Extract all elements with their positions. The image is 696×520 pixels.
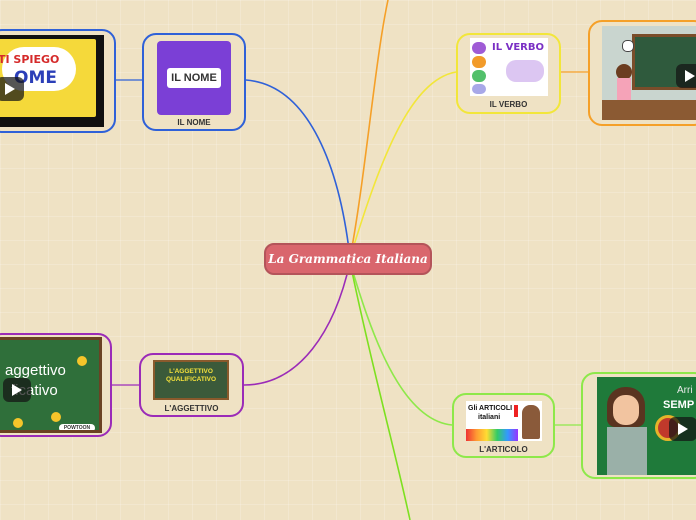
play-button[interactable] <box>669 417 696 441</box>
video-nome-text2: OME <box>14 68 57 88</box>
articolo-thumb-line2: italiani <box>478 414 501 421</box>
play-icon <box>685 70 695 82</box>
play-button[interactable] <box>0 77 24 101</box>
branch-line-verbo <box>349 71 457 259</box>
video-nome-text1: TI SPIEGO <box>0 53 60 66</box>
video-articolo-frame: Arri SEMP <box>597 377 696 475</box>
powtoon-badge: POWTOON <box>59 424 95 430</box>
play-button[interactable] <box>3 378 31 402</box>
play-icon <box>5 83 15 95</box>
play-icon <box>12 384 22 396</box>
node-il-verbo[interactable]: IL VERBO IL VERBO <box>456 33 561 114</box>
root-topic[interactable]: La Grammatica Italiana <box>264 243 432 275</box>
aggettivo-thumb-line2: QUALIFICATIVO <box>165 376 217 383</box>
aggettivo-thumbnail: L'AGGETTIVO QUALIFICATIVO <box>153 360 229 400</box>
video-nome-frame: TI SPIEGO OME <box>0 35 104 127</box>
node-il-nome[interactable]: IL NOME IL NOME <box>142 33 246 131</box>
play-button[interactable] <box>676 64 696 88</box>
node-caption: L'AGGETTIVO <box>164 404 219 413</box>
node-caption: IL VERBO <box>489 100 528 109</box>
emoji-face <box>51 412 61 422</box>
node-caption: L'ARTICOLO <box>479 445 528 454</box>
video-verbo-frame <box>602 26 696 120</box>
video-articolo-text1: Arri <box>677 385 693 396</box>
video-aggettivo-text1: aggettivo <box>5 362 66 379</box>
branch-line-nome <box>245 79 351 259</box>
nome-label-plate: IL NOME <box>167 68 221 88</box>
branch-line-lime <box>349 261 411 520</box>
aggettivo-thumb-line1: L'AGGETTIVO <box>169 368 213 375</box>
articolo-thumb-line1: Gli ARTICOLI <box>468 405 513 412</box>
video-articolo[interactable]: Arri SEMP <box>581 372 696 479</box>
node-aggettivo[interactable]: L'AGGETTIVO QUALIFICATIVO L'AGGETTIVO <box>139 353 244 417</box>
verbo-thumbnail: IL VERBO <box>470 38 548 96</box>
nome-thumbnail: IL NOME <box>157 41 231 115</box>
branch-line-aggettivo <box>243 261 351 386</box>
emoji-face <box>13 418 23 428</box>
video-articolo-text2: SEMP <box>663 399 695 411</box>
branch-line-orange <box>349 0 389 259</box>
articolo-thumbnail: Gli ARTICOLI italiani <box>466 401 542 441</box>
verbo-thumb-title: IL VERBO <box>492 42 544 53</box>
play-icon <box>678 423 688 435</box>
video-nome[interactable]: TI SPIEGO OME <box>0 29 116 133</box>
video-aggettivo-frame: aggettivo ficativo POWTOON <box>0 337 102 433</box>
emoji-face <box>77 356 87 366</box>
video-verbo[interactable] <box>588 20 696 126</box>
node-caption: IL NOME <box>177 118 211 127</box>
node-articolo[interactable]: Gli ARTICOLI italiani L'ARTICOLO <box>452 393 555 458</box>
branch-line-articolo <box>349 261 453 426</box>
video-aggettivo[interactable]: aggettivo ficativo POWTOON <box>0 333 112 437</box>
